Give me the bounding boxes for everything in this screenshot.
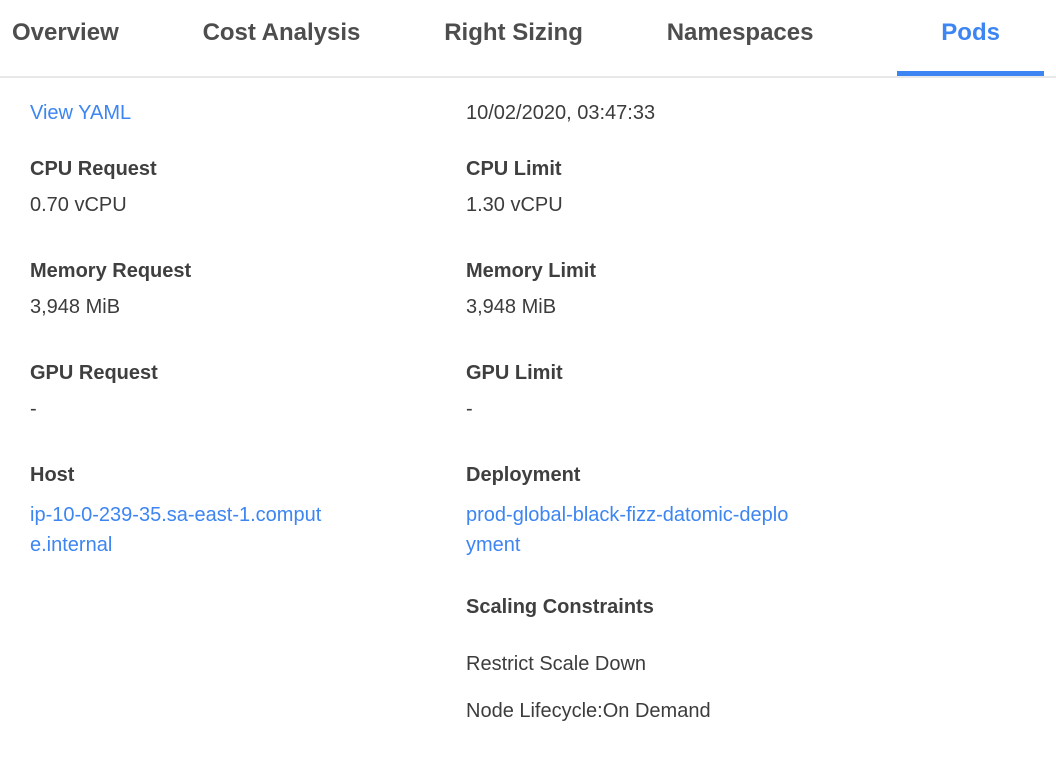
cpu-limit-field: CPU Limit 1.30 vCPU [466,158,1056,216]
details-left-column: View YAML CPU Request 0.70 vCPU Memory R… [30,102,466,722]
details-right-column: 10/02/2020, 03:47:33 CPU Limit 1.30 vCPU… [466,102,1056,722]
deployment-label: Deployment [466,464,581,486]
host-link[interactable]: ip-10-0-239-35.sa-east-1.compute.interna… [30,504,322,556]
gpu-limit-label: GPU Limit [466,362,563,384]
cpu-request-value: 0.70 vCPU [30,194,127,216]
tab-overview-label: Overview [12,19,119,46]
gpu-request-value: - [30,398,37,420]
tab-right-sizing[interactable]: Right Sizing [444,0,583,76]
gpu-limit-value: - [466,398,473,420]
host-field: Host ip-10-0-239-35.sa-east-1.compute.in… [30,464,466,560]
gpu-request-field: GPU Request - [30,362,466,420]
deployment-link[interactable]: prod-global-black-fizz-datomic-deploymen… [466,504,789,556]
scaling-constraint-item: Restrict Scale Down [466,653,647,675]
tab-right-sizing-label: Right Sizing [444,19,583,46]
pod-details-panel: View YAML CPU Request 0.70 vCPU Memory R… [0,78,1056,722]
tab-namespaces-label: Namespaces [666,19,814,46]
tab-overview[interactable]: Overview [12,0,119,76]
last-updated-timestamp: 10/02/2020, 03:47:33 [466,102,656,124]
view-yaml-link[interactable]: View YAML [30,102,132,124]
host-label: Host [30,464,75,486]
memory-limit-field: Memory Limit 3,948 MiB [466,260,1056,318]
tab-cost-analysis[interactable]: Cost Analysis [203,0,361,76]
scaling-constraints-title: Scaling Constraints [466,596,654,618]
memory-request-value: 3,948 MiB [30,296,121,318]
memory-limit-value: 3,948 MiB [466,296,557,318]
tab-namespaces[interactable]: Namespaces [667,0,814,76]
memory-limit-label: Memory Limit [466,260,597,282]
memory-request-field: Memory Request 3,948 MiB [30,260,466,318]
tab-pods-label: Pods [941,19,1000,46]
memory-request-label: Memory Request [30,260,192,282]
deployment-field: Deployment prod-global-black-fizz-datomi… [466,464,1056,560]
gpu-request-label: GPU Request [30,362,158,384]
cpu-request-label: CPU Request [30,158,157,180]
tab-bar: Overview Cost Analysis Right Sizing Name… [0,0,1056,78]
cpu-request-field: CPU Request 0.70 vCPU [30,158,466,216]
scaling-constraints-section: Scaling Constraints Restrict Scale Down … [466,596,1056,722]
gpu-limit-field: GPU Limit - [466,362,1056,420]
cpu-limit-value: 1.30 vCPU [466,194,563,216]
scaling-constraint-item: Node Lifecycle:On Demand [466,700,711,722]
tab-pods[interactable]: Pods [897,0,1044,76]
cpu-limit-label: CPU Limit [466,158,562,180]
tab-cost-analysis-label: Cost Analysis [202,19,361,46]
